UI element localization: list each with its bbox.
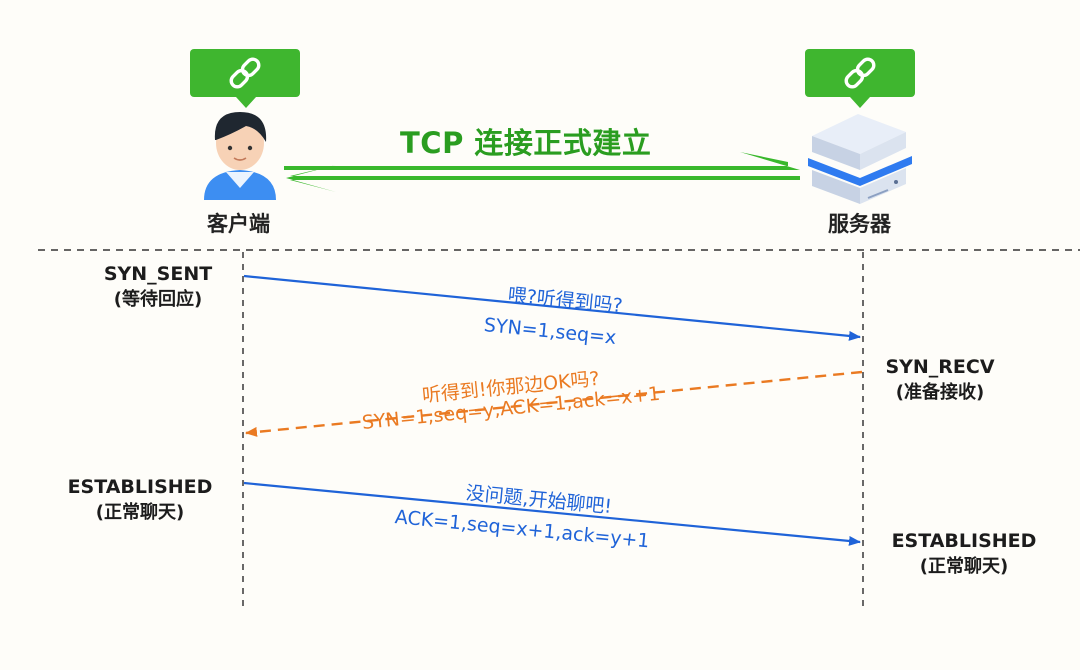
client-name: 客户端 [207,212,270,236]
state-name: SYN_SENT [103,263,213,285]
client-state-established: ESTABLISHED (正常聊天) [60,475,220,525]
state-note: (等待回应) [113,288,203,310]
state-name: ESTABLISHED [891,530,1037,552]
state-note: (准备接收) [895,381,985,403]
client-link-bubble [190,49,300,108]
server-name: 服务器 [828,212,891,236]
arrow-syn-ack [245,370,863,437]
state-name: ESTABLISHED [67,476,213,498]
client-state-syn-sent: SYN_SENT (等待回应) [98,262,218,312]
connection-arrows [284,152,800,192]
diagram-title: TCP 连接正式建立 [400,126,652,160]
state-note: (正常聊天) [95,501,185,523]
chain-link-icon [844,57,876,89]
arrow-syn [243,274,861,341]
chain-link-icon [229,57,261,89]
person-icon [204,112,276,200]
arrow-ack [243,481,861,546]
server-icon [808,114,912,204]
server-state-syn-recv: SYN_RECV (准备接收) [880,355,1000,405]
server-link-bubble [805,49,915,108]
server-state-established: ESTABLISHED (正常聊天) [884,529,1044,579]
state-name: SYN_RECV [885,356,995,378]
state-note: (正常聊天) [919,555,1009,577]
